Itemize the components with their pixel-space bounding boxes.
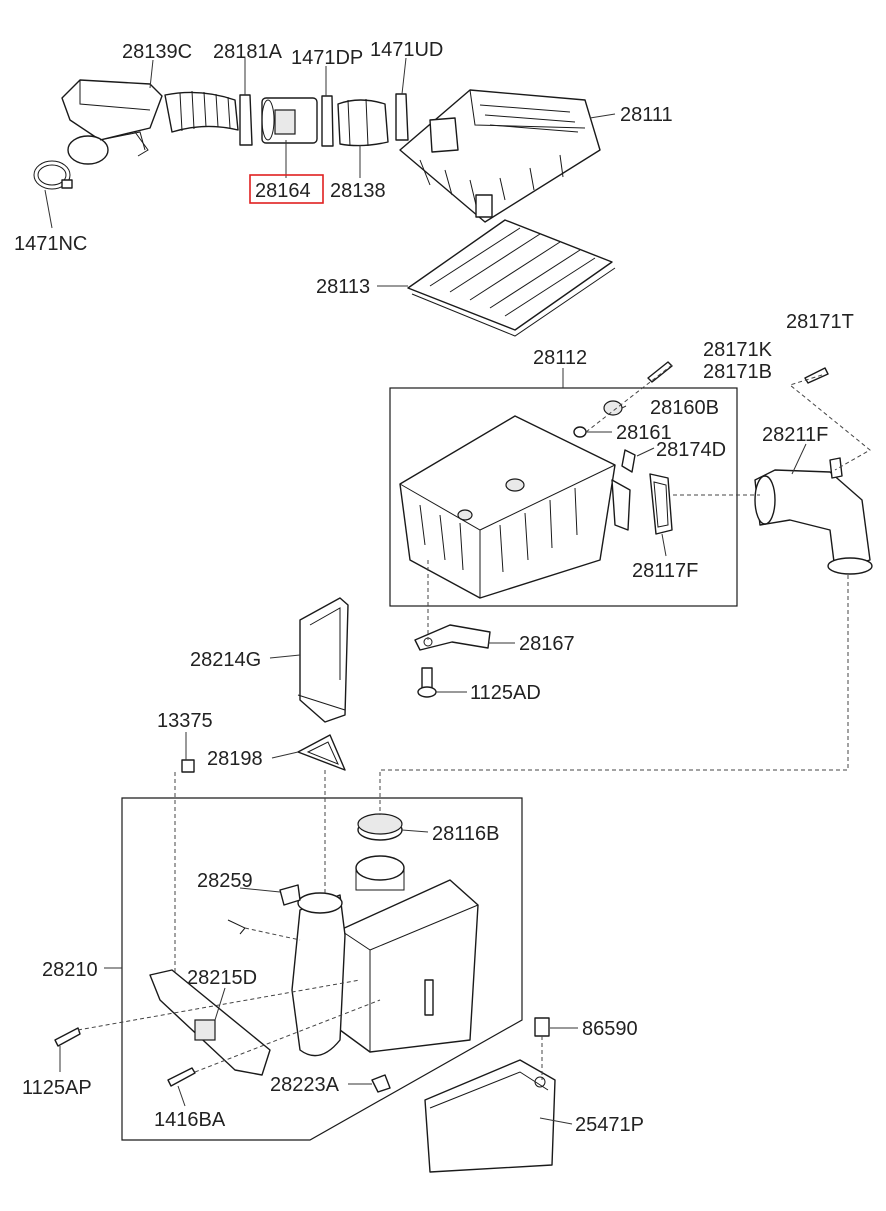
highlighted-part-box bbox=[249, 174, 324, 204]
label-28171t[interactable]: 28171T bbox=[786, 311, 854, 333]
air-cleaner-lower-case bbox=[399, 415, 631, 599]
nut-13375 bbox=[181, 759, 195, 773]
clamp-28181a bbox=[239, 94, 253, 146]
label-28117f[interactable]: 28117F bbox=[632, 560, 698, 582]
label-28113[interactable]: 28113 bbox=[316, 276, 370, 298]
bolt-28171k bbox=[647, 361, 673, 383]
label-28198[interactable]: 28198 bbox=[207, 748, 263, 770]
label-28171k[interactable]: 28171K bbox=[703, 339, 773, 361]
bolt-1416ba bbox=[167, 1067, 196, 1087]
label-28116b[interactable]: 28116B bbox=[432, 823, 499, 845]
label-1125ap[interactable]: 1125AP bbox=[22, 1077, 92, 1099]
intake-hose bbox=[164, 90, 239, 133]
label-1471ud[interactable]: 1471UD bbox=[370, 39, 443, 61]
clamp-1471dp bbox=[321, 95, 334, 147]
part-labels: 28139C 28181A 1471DP 1471UD 28111 1471NC… bbox=[14, 39, 854, 1136]
label-13375[interactable]: 13375 bbox=[157, 710, 213, 732]
hose-clamp-left bbox=[33, 160, 73, 190]
seal-28117f bbox=[649, 473, 673, 535]
label-1125ad[interactable]: 1125AD bbox=[470, 682, 541, 704]
connector-hose-28138 bbox=[337, 98, 389, 147]
label-28210[interactable]: 28210 bbox=[42, 959, 98, 981]
grommet-28160b bbox=[603, 400, 623, 416]
resonator-frame bbox=[121, 797, 523, 1141]
air-flow-sensor bbox=[261, 97, 318, 144]
outlet-duct bbox=[754, 457, 873, 575]
label-28139c[interactable]: 28139C bbox=[122, 41, 192, 63]
intake-guide-28214g bbox=[297, 597, 349, 723]
bolt-1125ap bbox=[54, 1027, 81, 1047]
label-28171b[interactable]: 28171B bbox=[703, 361, 772, 383]
label-28215d[interactable]: 28215D bbox=[187, 967, 257, 989]
bolt-1125ad bbox=[417, 667, 437, 698]
bolt-28171t bbox=[804, 367, 829, 384]
label-86590[interactable]: 86590 bbox=[582, 1018, 638, 1040]
resonator-pipe bbox=[291, 892, 346, 1057]
label-28223a[interactable]: 28223A bbox=[270, 1074, 340, 1096]
label-28174d[interactable]: 28174D bbox=[656, 439, 726, 461]
wing-nut-28223a bbox=[371, 1074, 391, 1093]
air-intake-duct bbox=[61, 79, 163, 165]
assembly-lines bbox=[77, 364, 871, 1080]
bracket-28167 bbox=[414, 624, 491, 651]
clamp-1471ud bbox=[395, 93, 409, 141]
shield-25471p bbox=[424, 1059, 556, 1173]
air-filter-element bbox=[407, 219, 616, 337]
label-28181a[interactable]: 28181A bbox=[213, 41, 283, 63]
label-28164[interactable]: 28164 bbox=[255, 180, 311, 202]
label-1471nc[interactable]: 1471NC bbox=[14, 233, 87, 255]
bracket-28215d bbox=[149, 969, 271, 1076]
label-25471p[interactable]: 25471P bbox=[575, 1114, 644, 1136]
label-28111[interactable]: 28111 bbox=[620, 104, 673, 126]
label-28259[interactable]: 28259 bbox=[197, 870, 253, 892]
leader-lines bbox=[44, 57, 807, 1125]
label-28161[interactable]: 28161 bbox=[616, 422, 672, 444]
clip-28259 bbox=[227, 884, 301, 935]
label-28167[interactable]: 28167 bbox=[519, 633, 575, 655]
label-28138[interactable]: 28138 bbox=[330, 180, 386, 202]
grommet-28161 bbox=[573, 426, 587, 438]
label-1416ba[interactable]: 1416BA bbox=[154, 1109, 226, 1131]
clip-28174d bbox=[621, 449, 636, 473]
bolt-86590 bbox=[534, 1017, 550, 1037]
label-28160b[interactable]: 28160B bbox=[650, 397, 719, 419]
seal-28198 bbox=[297, 734, 346, 771]
resonator-body bbox=[339, 855, 479, 1053]
label-28211f[interactable]: 28211F bbox=[762, 424, 828, 446]
label-1471dp[interactable]: 1471DP bbox=[291, 47, 363, 69]
label-28112[interactable]: 28112 bbox=[533, 347, 587, 369]
resonator-cap-28116b bbox=[357, 813, 403, 841]
label-28214g[interactable]: 28214G bbox=[190, 649, 261, 671]
air-cleaner-cover bbox=[399, 89, 601, 223]
